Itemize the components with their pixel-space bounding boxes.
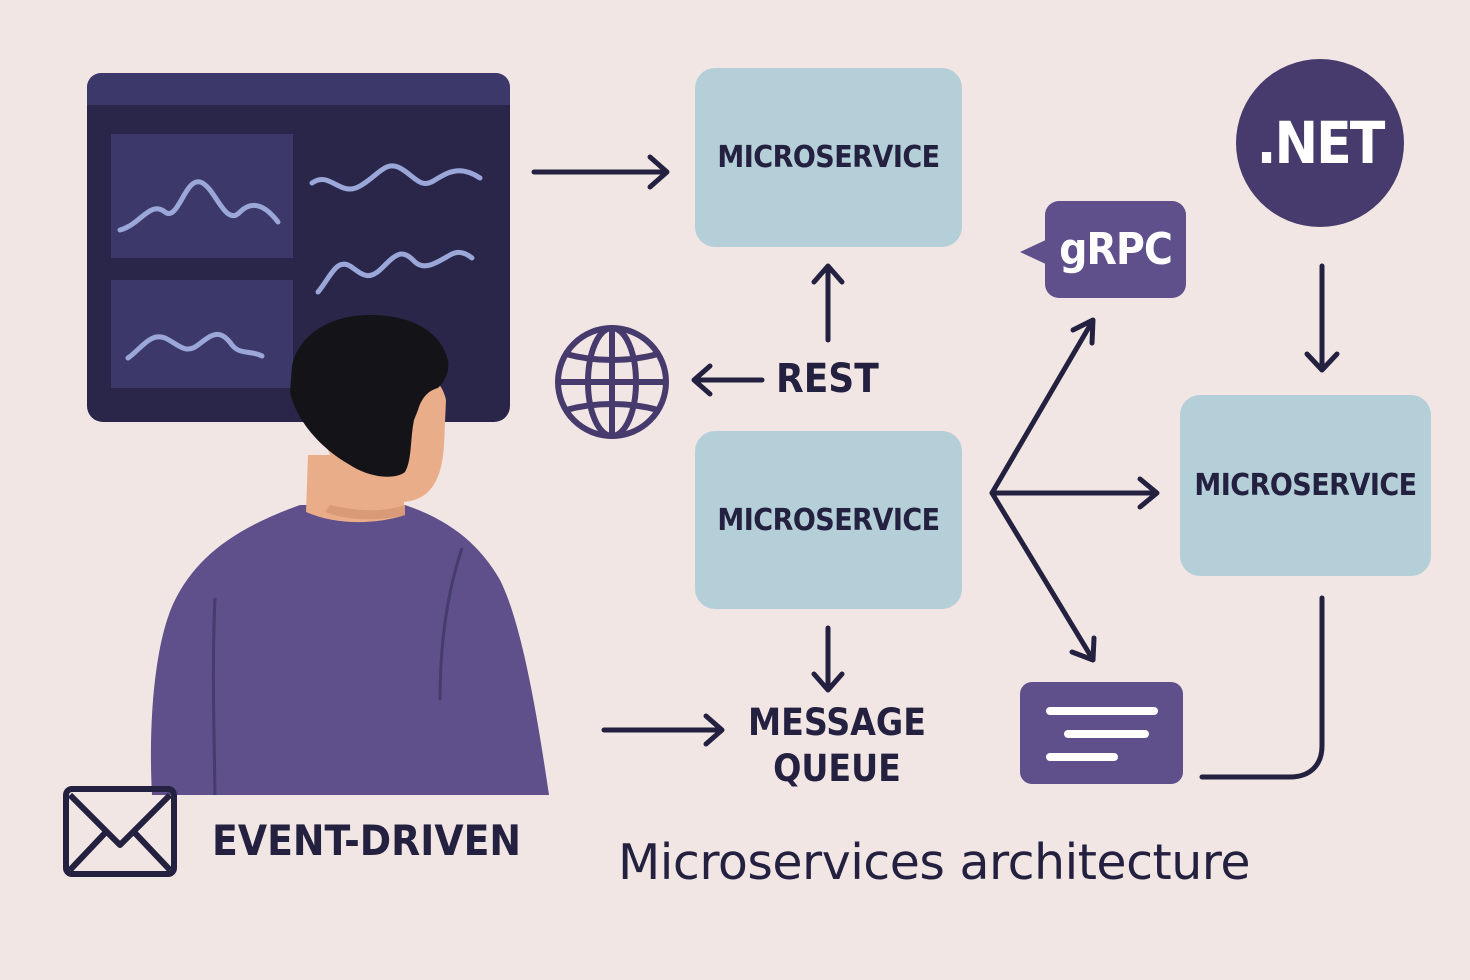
person-illustration: [150, 315, 549, 796]
diagram-title: Microservices architecture: [618, 834, 1251, 891]
rest-label: REST: [776, 356, 879, 402]
queue-line-1: MESSAGE: [748, 701, 926, 744]
wave-line: [117, 179, 281, 233]
connectors: [531, 154, 1340, 780]
return-line: [1199, 595, 1325, 780]
arrow-head: [691, 363, 713, 397]
envelope-icon: [63, 786, 177, 877]
microservice-box-middle: MICROSERVICE: [695, 431, 962, 609]
chart-panel: [111, 134, 293, 258]
dotnet-label: .NET: [1256, 109, 1386, 177]
dotnet-badge: .NET: [1236, 59, 1404, 227]
event-driven-label: EVENT-DRIVEN: [212, 816, 522, 865]
arrow-head: [1304, 351, 1340, 373]
arrow-head: [811, 263, 845, 285]
microservice-label: MICROSERVICE: [717, 502, 940, 538]
globe-icon: [555, 325, 669, 439]
message-queue-label: MESSAGE QUEUE: [748, 700, 926, 792]
fan-lines: [989, 319, 1095, 661]
microservice-box-right: MICROSERVICE: [1180, 395, 1431, 576]
arrow-head: [1070, 317, 1096, 346]
speech-bubble-icon: [1020, 201, 1186, 298]
microservice-label: MICROSERVICE: [717, 140, 940, 175]
queue-line-2: QUEUE: [773, 747, 901, 790]
arrow-head: [647, 154, 670, 190]
dashboard-monitor-icon: [87, 73, 510, 422]
message-bubble-icon: [1020, 682, 1183, 784]
wave-line: [309, 163, 483, 192]
arrow-head: [811, 671, 845, 693]
arrow-head: [703, 713, 725, 747]
chart-panel: [111, 280, 293, 388]
arrow-head: [1137, 476, 1160, 510]
wave-line: [315, 249, 475, 295]
arrow-head: [1069, 635, 1097, 663]
microservice-label: MICROSERVICE: [1194, 468, 1417, 503]
grpc-label: gRPC: [1059, 224, 1173, 275]
wave-line: [125, 332, 265, 361]
microservice-box-top: MICROSERVICE: [695, 68, 962, 247]
